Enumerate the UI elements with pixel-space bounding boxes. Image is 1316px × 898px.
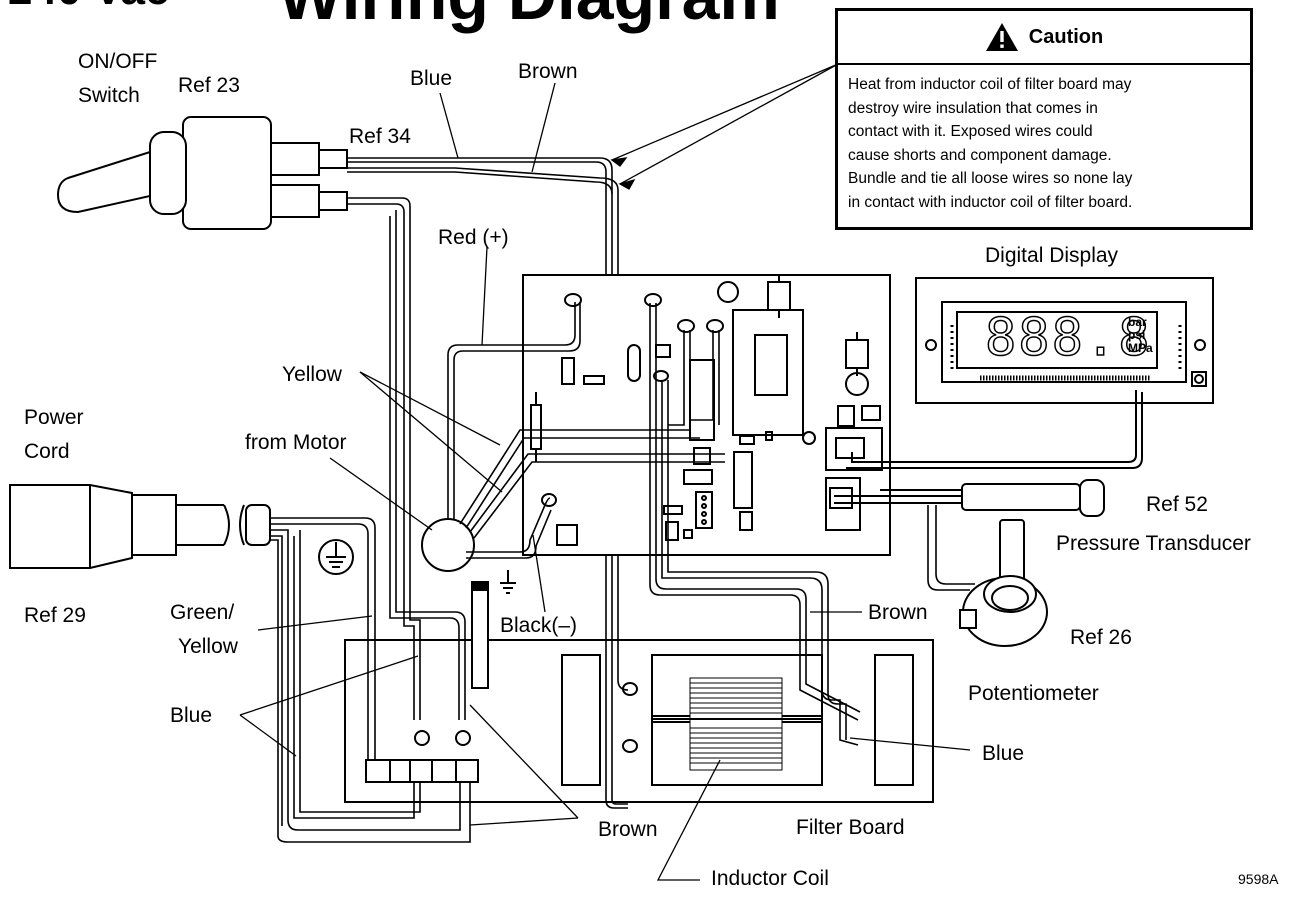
inductor-coil bbox=[652, 677, 822, 771]
label-power: Power bbox=[24, 406, 84, 429]
on-off-switch bbox=[56, 116, 348, 230]
caution-line: Bundle and tie all loose wires so none l… bbox=[848, 170, 1133, 187]
caution-header: Caution bbox=[838, 11, 1250, 65]
label-switch: Switch bbox=[78, 84, 140, 107]
caution-box: Caution Heat from inductor coil of filte… bbox=[835, 8, 1253, 230]
leader-lines bbox=[239, 63, 971, 881]
label-ref52: Ref 52 bbox=[1146, 493, 1208, 516]
warning-triangle-icon bbox=[985, 23, 1018, 51]
power-cord bbox=[9, 484, 271, 569]
label-on-off: ON/OFF bbox=[78, 50, 158, 73]
label-red-plus: Red (+) bbox=[438, 226, 509, 249]
label-black-minus: Black(–) bbox=[500, 614, 578, 637]
label-ref23: Ref 23 bbox=[178, 74, 240, 97]
label-blue-left: Blue bbox=[170, 704, 213, 727]
label-pressure-transducer: Pressure Transducer bbox=[1056, 532, 1251, 555]
caution-line: destroy wire insulation that comes in bbox=[848, 99, 1098, 117]
label-green-yellow-1: Green/ bbox=[170, 601, 235, 624]
label-potentiometer: Potentiometer bbox=[968, 682, 1099, 705]
label-brown-mid: Brown bbox=[868, 601, 928, 624]
power-cord-wires bbox=[270, 517, 471, 843]
label-brown-bottom: Brown bbox=[598, 818, 658, 841]
label-brown-top: Brown bbox=[518, 60, 578, 83]
label-ref26: Ref 26 bbox=[1070, 626, 1132, 649]
caution-text: Heat from inductor coil of filter board … bbox=[838, 65, 1250, 214]
wire-bundle-top bbox=[347, 157, 629, 809]
potentiometer bbox=[927, 505, 1048, 647]
digital-display bbox=[846, 277, 1214, 469]
label-digital-display: Digital Display bbox=[985, 244, 1119, 267]
label-yellow: Yellow bbox=[282, 363, 342, 386]
label-cord: Cord bbox=[24, 440, 70, 463]
caution-line: cause shorts and component damage. bbox=[848, 146, 1112, 164]
diagram-voltage-title: 240 Vac bbox=[8, 0, 170, 12]
control-board bbox=[522, 274, 891, 556]
label-inductor-coil: Inductor Coil bbox=[711, 867, 829, 890]
label-blue-right: Blue bbox=[982, 742, 1025, 765]
caution-line: Heat from inductor coil of filter board … bbox=[848, 76, 1132, 93]
caution-title: Caution bbox=[1028, 25, 1104, 48]
display-unit-psi: psi bbox=[1128, 328, 1146, 342]
caution-line: in contact with inductor coil of filter … bbox=[848, 193, 1133, 211]
diagram-main-title: Wiring Diagram bbox=[278, 0, 780, 30]
label-from-motor: from Motor bbox=[245, 431, 347, 454]
motor-connector bbox=[421, 293, 725, 572]
caution-line: contact with it. Exposed wires could bbox=[848, 123, 1093, 140]
label-ref29: Ref 29 bbox=[24, 604, 86, 627]
display-digits: 888.8 bbox=[984, 307, 1152, 369]
label-blue-top: Blue bbox=[410, 67, 453, 90]
filter-board bbox=[344, 581, 934, 803]
pressure-transducer bbox=[834, 479, 1105, 517]
ground-symbol bbox=[318, 539, 516, 594]
wire-bundle-lower bbox=[347, 197, 466, 720]
label-ref34: Ref 34 bbox=[349, 125, 411, 148]
label-figure-code: 9598A bbox=[1238, 871, 1279, 887]
label-green-yellow-2: Yellow bbox=[178, 635, 238, 658]
display-unit-mpa: MPa bbox=[1128, 341, 1153, 355]
label-filter-board: Filter Board bbox=[796, 816, 905, 839]
display-unit-bar: bar bbox=[1128, 315, 1147, 329]
